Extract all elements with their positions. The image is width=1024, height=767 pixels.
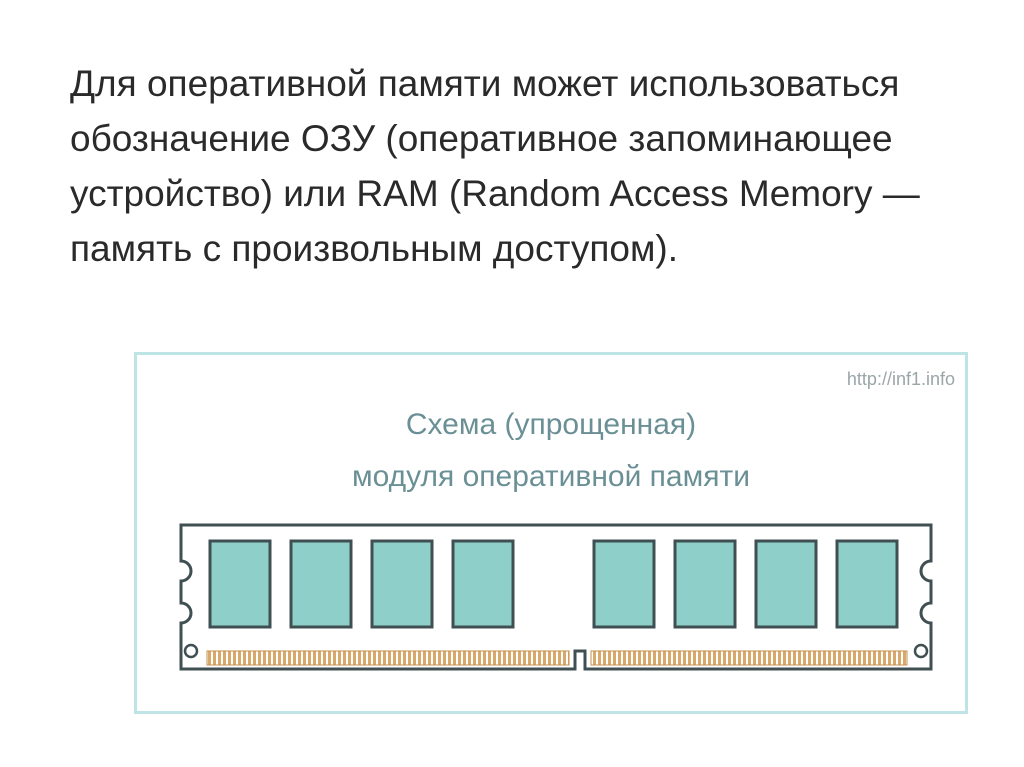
memory-chip-3 bbox=[370, 539, 434, 629]
diagram-title-line-2: модуля оперативной памяти bbox=[352, 460, 750, 493]
memory-chip-5 bbox=[592, 539, 656, 629]
diagram-title: Схема (упрощенная) модуля оперативной па… bbox=[137, 399, 965, 503]
ram-module-illustration bbox=[179, 523, 933, 671]
memory-chip-2 bbox=[289, 539, 353, 629]
memory-chips bbox=[208, 539, 899, 629]
memory-chip-8 bbox=[835, 539, 899, 629]
ram-diagram-frame: http://inf1.info Схема (упрощенная) моду… bbox=[134, 352, 968, 714]
memory-chip-6 bbox=[673, 539, 737, 629]
memory-chip-4 bbox=[451, 539, 515, 629]
diagram-title-line-1: Схема (упрощенная) bbox=[405, 408, 697, 441]
memory-chip-7 bbox=[754, 539, 818, 629]
contact-pins-left bbox=[206, 650, 570, 666]
mount-hole-right bbox=[913, 643, 929, 659]
memory-chip-1 bbox=[208, 539, 272, 629]
mount-hole-left bbox=[183, 643, 199, 659]
slide-body-text: Для оперативной памяти может использоват… bbox=[70, 63, 920, 269]
contact-pins-right bbox=[590, 650, 908, 666]
source-watermark: http://inf1.info bbox=[846, 369, 955, 389]
ram-board-outline bbox=[179, 523, 933, 671]
